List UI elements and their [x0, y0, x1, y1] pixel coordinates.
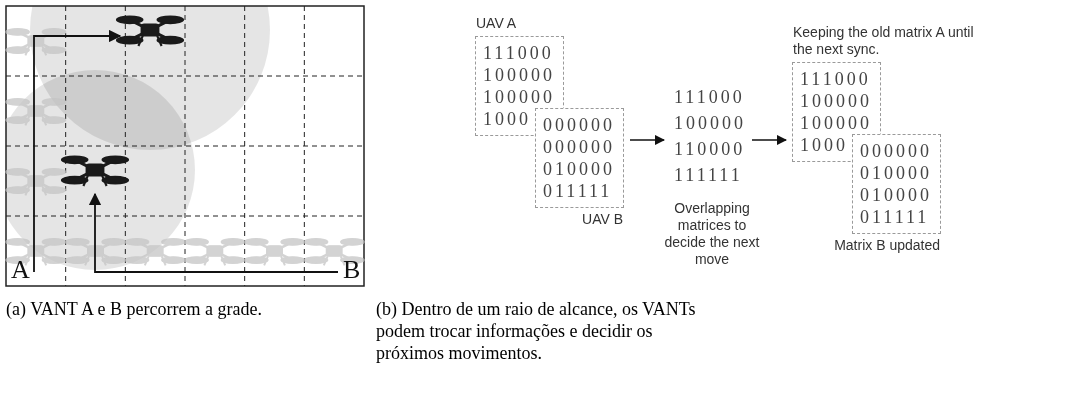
matrix-row: 100000	[800, 90, 872, 112]
matrix-row: 011111	[543, 180, 612, 202]
matrix-row: 010000	[860, 184, 932, 206]
matrix-box: 000000000000010000011111UAV B	[535, 108, 624, 208]
matrix-row: 100000	[483, 86, 555, 108]
matrix-row: 1000	[800, 134, 848, 156]
matrix-row: 100000	[483, 64, 555, 86]
matrix-row: 111000	[483, 42, 554, 64]
matrix-row: 011111	[860, 206, 929, 228]
uav-label: A	[11, 256, 30, 284]
matrix-row: 110000	[674, 138, 745, 160]
matrix-label: UAV B	[582, 211, 623, 228]
drone-trail	[6, 29, 364, 266]
range-circles	[6, 6, 270, 270]
matrix-label: Matrix B updated	[834, 237, 940, 254]
subfigure-caption: (a) VANT A e B percorrem a grade.	[6, 298, 364, 320]
path-arrow	[34, 36, 338, 272]
matrix-row: 000000	[543, 136, 615, 158]
matrix-row: 000000	[543, 114, 615, 136]
matrix-row: 010000	[543, 158, 615, 180]
matrix-row: 1000	[483, 108, 531, 130]
matrix-label: Keeping the old matrix A until the next …	[793, 24, 983, 58]
matrix-row: 100000	[674, 112, 746, 134]
uav-label: B	[343, 256, 360, 284]
drone-icon	[62, 16, 184, 186]
note-text: Overlapping matrices to decide the next …	[660, 200, 764, 268]
matrix-label: UAV A	[476, 15, 516, 32]
subfigure-caption: (b) Dentro de um raio de alcance, os VAN…	[376, 298, 706, 364]
matrix-row: 000000	[860, 140, 932, 162]
matrix-row: 111000	[674, 86, 745, 108]
matrix-row: 100000	[800, 112, 872, 134]
matrix-row: 010000	[860, 162, 932, 184]
matrix-box: 000000010000010000011111Matrix B updated	[852, 134, 941, 234]
matrix-row: 111111	[674, 164, 743, 186]
grid	[6, 6, 364, 286]
matrix-row: 111000	[800, 68, 871, 90]
